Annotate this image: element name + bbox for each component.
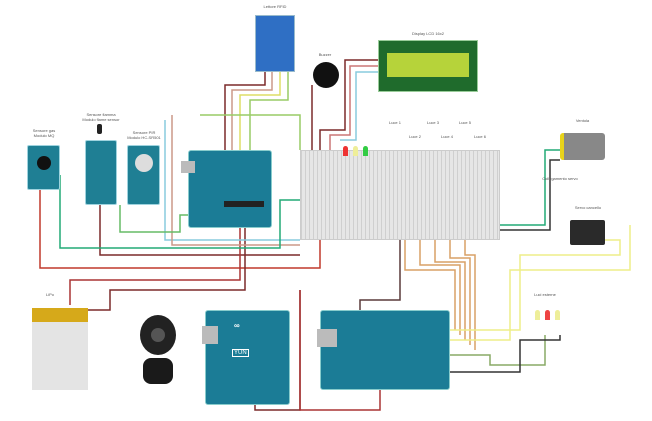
resistor-label-2: Luce 2 (408, 134, 421, 139)
lcd-display (378, 40, 478, 92)
resistor-label-4: Luce 4 (440, 134, 453, 139)
led-green (363, 146, 368, 156)
arduino-yun: ∞ YUN (202, 310, 290, 405)
resistor-label-1: Luce 1 (388, 120, 401, 125)
lipo-battery (32, 308, 88, 390)
sensor1-label: Sensore gas Modulo MQ (32, 128, 56, 138)
servo-label: Servo cancello (574, 205, 602, 210)
led-red (343, 146, 348, 156)
servo-motor (570, 220, 605, 245)
arduino-mega (317, 310, 450, 390)
fan-label: Ventola (575, 118, 590, 123)
gas-sensor (27, 145, 60, 190)
sensor3-label: Sensore PIR Modulo HC-SR501 (127, 130, 161, 140)
resistor-label-3: Luce 3 (426, 120, 439, 125)
rfid-label: Lettore RFID (263, 4, 287, 9)
flame-sensor-ir (97, 124, 102, 134)
yun-logo: YUN (232, 349, 249, 357)
resistor-label-5: Luce 5 (458, 120, 471, 125)
sensor2-label: Sensore fiamma Modulo flame sensor (82, 112, 120, 122)
fan-motor (560, 133, 605, 160)
pir-sensor (127, 145, 160, 205)
output-leds-label: Luci esterne (534, 292, 556, 297)
webcam-base (143, 358, 173, 384)
resistor-label-6: Luce 6 (473, 134, 486, 139)
lcd-label: Display LCD 16x2 (411, 31, 444, 36)
webcam (140, 315, 176, 355)
led-yellow (353, 146, 358, 156)
output-led-red (545, 310, 550, 320)
battery-label: LiPo (45, 292, 54, 297)
output-led-yellow-1 (535, 310, 540, 320)
arduino-uno (181, 150, 272, 228)
breadboard (300, 150, 500, 240)
buzzer-label: Buzzer (318, 52, 332, 57)
flame-sensor (85, 140, 117, 205)
lcd-screen (387, 53, 469, 77)
servo-connection-label: Collegamento servo (542, 176, 578, 181)
rfid-reader (255, 15, 295, 72)
buzzer (313, 62, 339, 88)
output-led-yellow-2 (555, 310, 560, 320)
